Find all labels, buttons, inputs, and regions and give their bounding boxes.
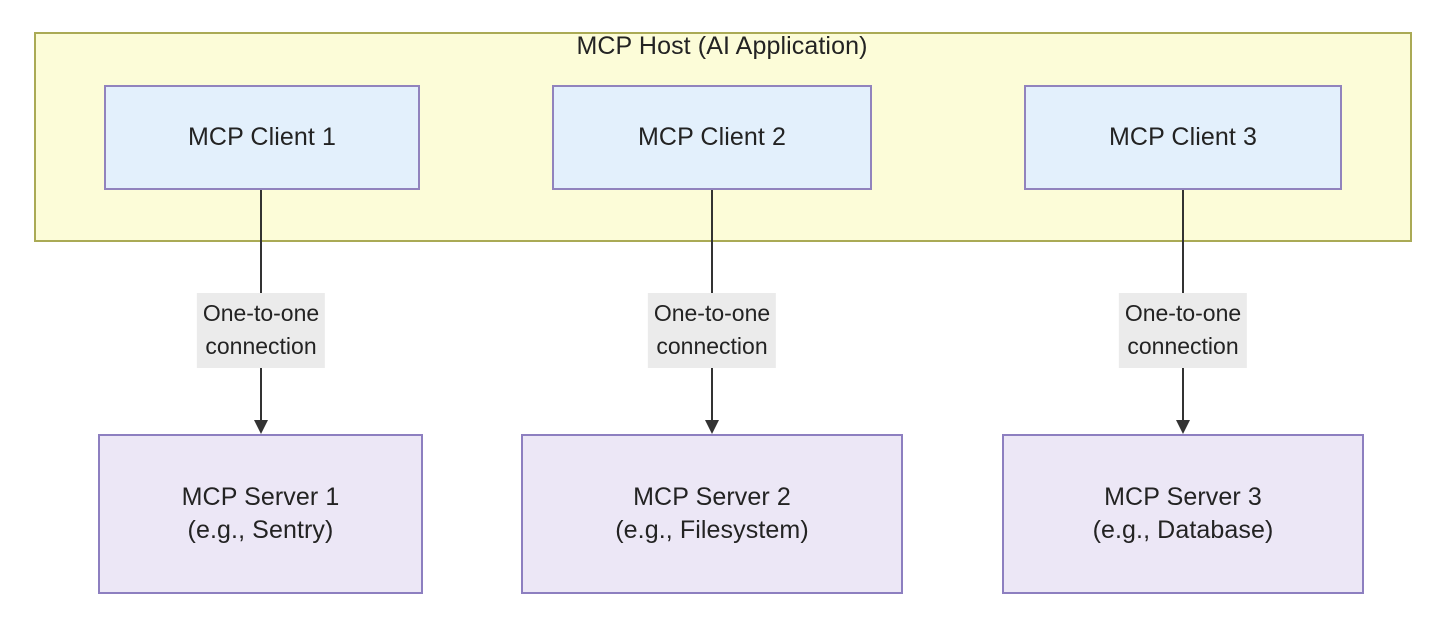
- edge-label-2-line2: connection: [656, 332, 768, 359]
- mcp-client-1-label: MCP Client 1: [187, 123, 336, 151]
- mcp-client-3-node[interactable]: MCP Client 3: [1024, 85, 1342, 190]
- mcp-server-1-label: MCP Server 1: [181, 483, 340, 511]
- mcp-server-2-node[interactable]: MCP Server 2 (e.g., Filesystem): [521, 434, 903, 594]
- mcp-server-1-sublabel: (e.g., Sentry): [187, 516, 334, 544]
- mcp-client-2-label: MCP Client 2: [637, 123, 786, 151]
- edge-label-3-line2: connection: [1127, 332, 1239, 359]
- edge-label-3-line1: One-to-one: [1124, 300, 1242, 326]
- mcp-server-3-node[interactable]: MCP Server 3 (e.g., Database): [1002, 434, 1364, 594]
- mcp-server-3-sublabel: (e.g., Database): [1092, 516, 1274, 544]
- edge-label-client3-server3: One-to-one connection: [1118, 293, 1248, 369]
- mcp-host-title: MCP Host (AI Application): [576, 32, 868, 60]
- arrow-head-client1-server1: [254, 420, 268, 434]
- mcp-server-3-label: MCP Server 3: [1104, 483, 1262, 511]
- edge-label-1-line2: connection: [205, 332, 317, 359]
- edge-label-client2-server2: One-to-one connection: [647, 293, 777, 369]
- arrow-head-client2-server2: [705, 420, 719, 434]
- mcp-server-2-label: MCP Server 2: [633, 483, 791, 511]
- mcp-server-2-sublabel: (e.g., Filesystem): [615, 516, 809, 544]
- edge-label-2-line1: One-to-one: [653, 300, 771, 326]
- arrow-head-client3-server3: [1176, 420, 1190, 434]
- mcp-client-2-node[interactable]: MCP Client 2: [552, 85, 872, 190]
- mcp-server-1-node[interactable]: MCP Server 1 (e.g., Sentry): [98, 434, 423, 594]
- mcp-client-1-node[interactable]: MCP Client 1: [104, 85, 420, 190]
- edge-label-client1-server1: One-to-one connection: [196, 293, 326, 369]
- mcp-client-3-label: MCP Client 3: [1108, 123, 1257, 151]
- edge-label-1-line1: One-to-one: [202, 300, 320, 326]
